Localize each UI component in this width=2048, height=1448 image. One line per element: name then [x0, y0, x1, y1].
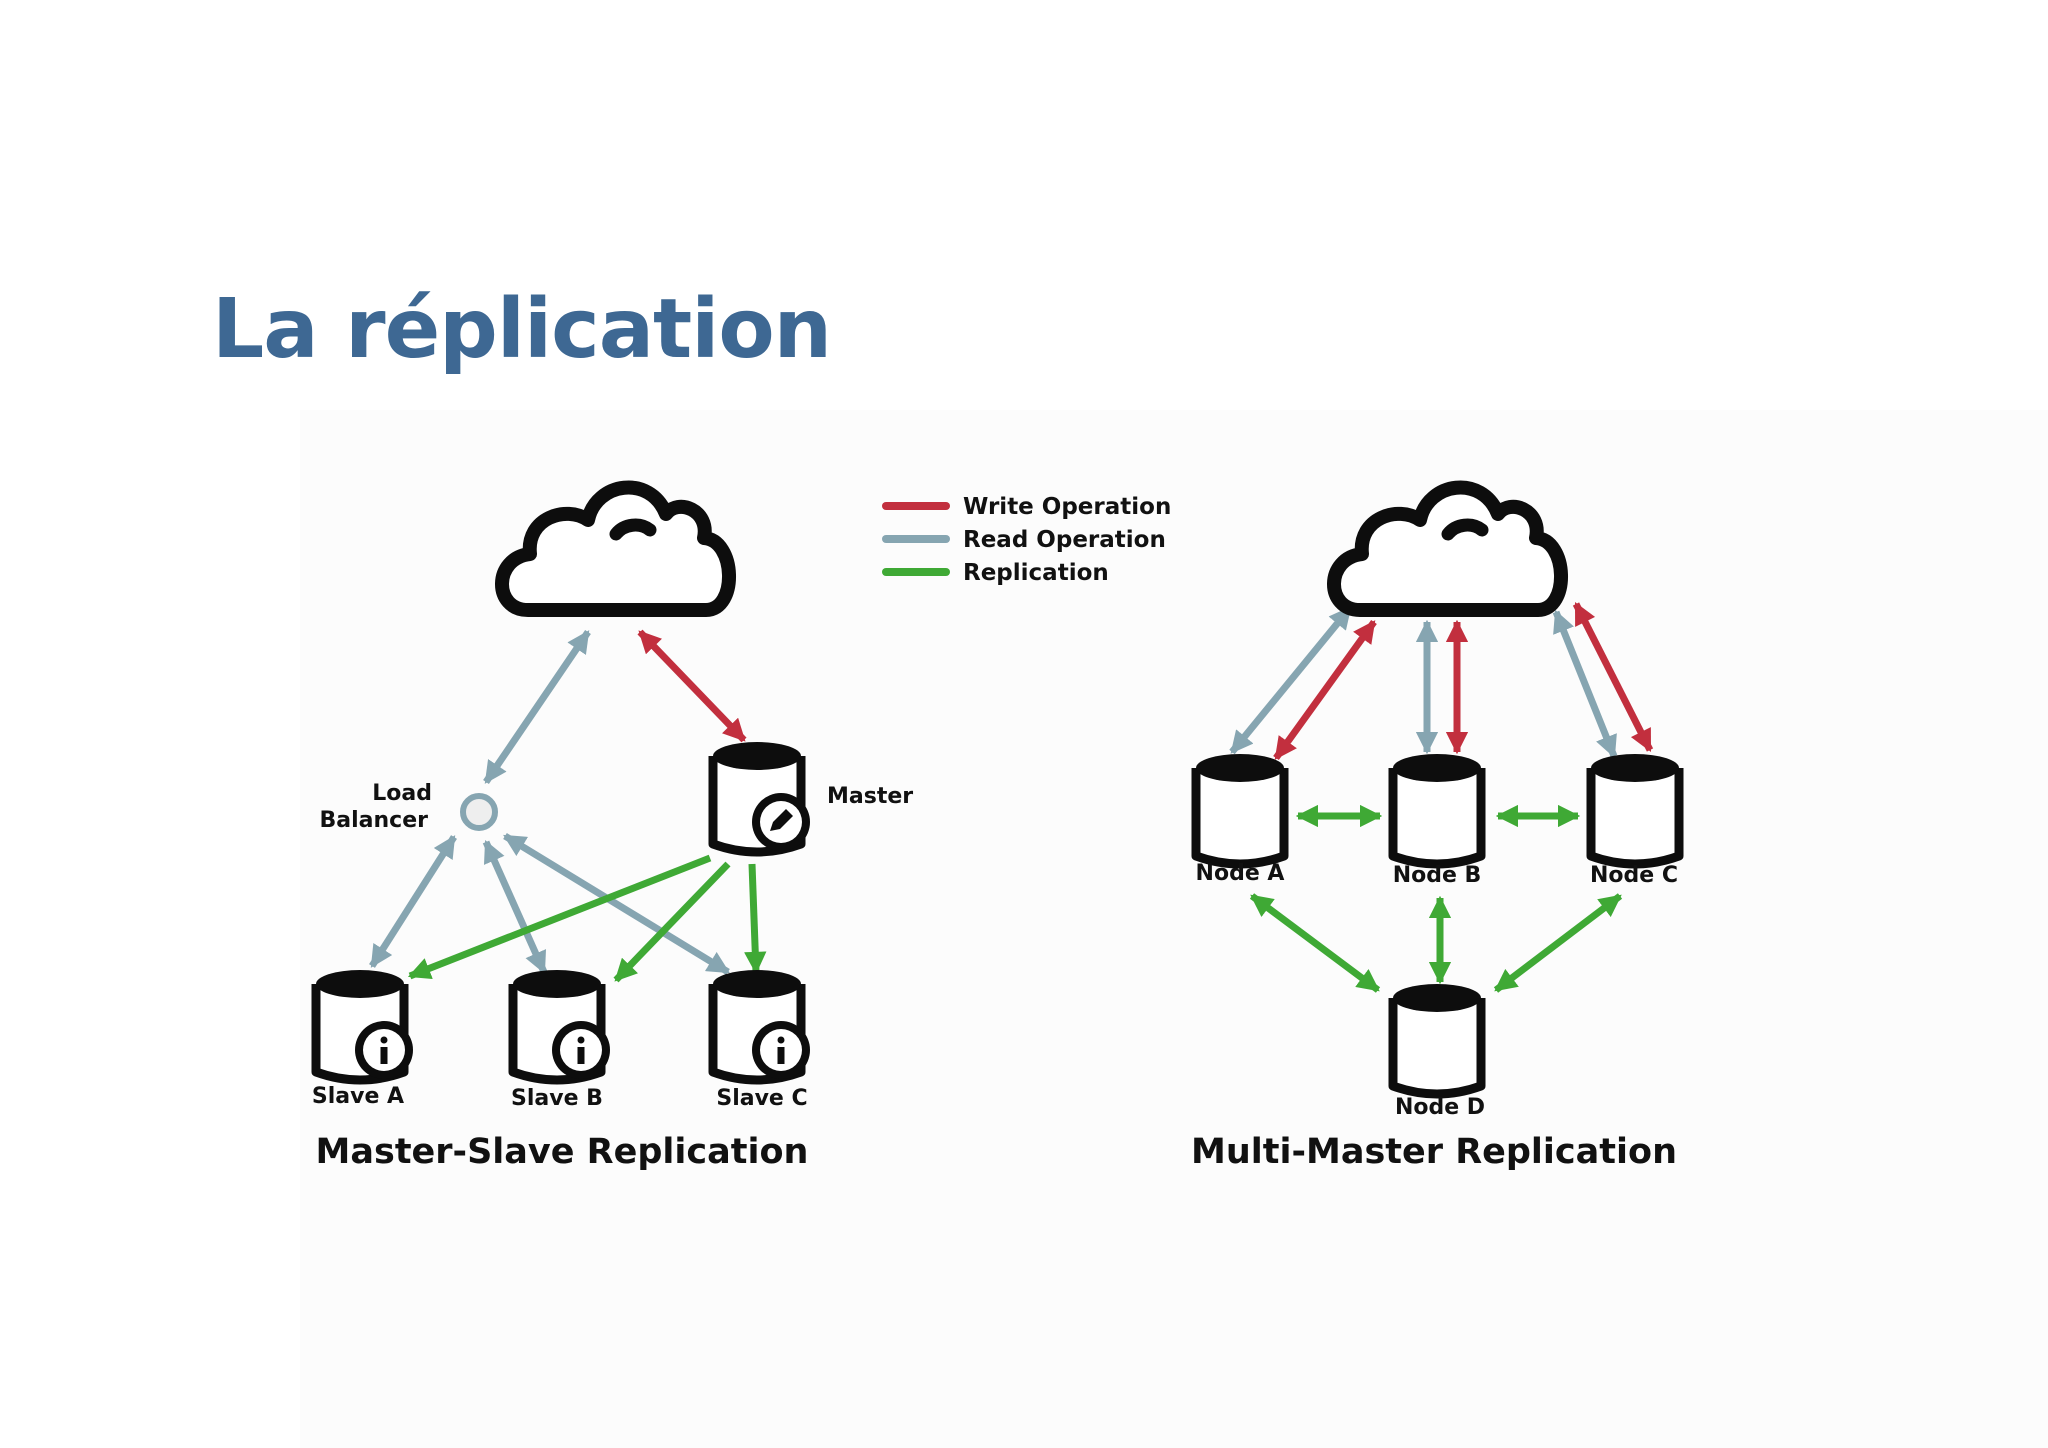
legend-item-read: Read Operation — [882, 527, 1166, 553]
slave-a-node — [316, 970, 413, 1080]
node-b — [1393, 754, 1481, 864]
database-icon — [1393, 754, 1481, 864]
multi-master-diagram: Node A Node B Node C Node D Multi-Master… — [1191, 488, 1679, 1172]
database-icon — [1591, 754, 1679, 864]
slave-c-node — [713, 970, 810, 1080]
arrow-write-cloud-node-a — [1273, 619, 1377, 761]
database-icon — [1196, 754, 1284, 864]
arrow-write-cloud-master — [637, 629, 747, 743]
legend-label-write: Write Operation — [963, 494, 1171, 520]
cloud-icon — [1334, 488, 1561, 610]
slave-a-label: Slave A — [312, 1084, 404, 1109]
node-b-label: Node B — [1393, 863, 1482, 888]
node-c-label: Node C — [1590, 863, 1678, 888]
pencil-icon — [752, 793, 810, 851]
slave-b-node — [513, 970, 610, 1080]
slave-b-label: Slave B — [511, 1086, 603, 1111]
master-slave-caption: Master-Slave Replication — [316, 1132, 809, 1172]
master-label: Master — [827, 784, 913, 809]
slave-c-label: Slave C — [716, 1086, 807, 1111]
node-c — [1591, 754, 1679, 864]
load-balancer-label-line1: Load — [372, 781, 432, 806]
multi-master-caption: Multi-Master Replication — [1191, 1132, 1677, 1172]
arrow-replication-master-slave-b — [613, 861, 731, 983]
cloud-icon — [502, 488, 729, 610]
legend-item-replication: Replication — [882, 560, 1109, 586]
database-icon — [1393, 984, 1481, 1094]
arrow-write-cloud-node-c — [1572, 602, 1654, 752]
load-balancer-icon — [460, 793, 498, 831]
arrow-read-lb-slave-c — [503, 833, 730, 975]
legend: Write Operation Read Operation Replicati… — [882, 494, 1171, 586]
arrow-read-cloud-node-c — [1552, 609, 1618, 759]
arrow-read-cloud-loadbalancer — [483, 630, 591, 784]
arrow-replication-master-slave-a — [407, 854, 712, 980]
arrow-read-lb-slave-a — [369, 835, 457, 968]
master-slave-diagram: Load Balancer Master Slave A — [312, 488, 913, 1172]
arrow-replication-c-d — [1493, 893, 1623, 993]
legend-item-write: Write Operation — [882, 494, 1171, 520]
node-d-label: Node D — [1395, 1095, 1485, 1120]
info-icon — [552, 1021, 610, 1079]
node-a — [1196, 754, 1284, 864]
master-node — [713, 742, 810, 852]
slide-title: La réplication — [212, 282, 832, 377]
legend-label-read: Read Operation — [963, 527, 1166, 553]
load-balancer-label-line2: Balancer — [320, 808, 429, 833]
node-d — [1393, 984, 1481, 1094]
arrow-read-lb-slave-b — [482, 839, 548, 975]
info-icon — [355, 1021, 413, 1079]
arrow-replication-master-slave-c — [744, 863, 767, 975]
node-a-label: Node A — [1196, 861, 1285, 886]
info-icon — [752, 1021, 810, 1079]
arrow-replication-a-d — [1249, 893, 1381, 993]
legend-label-replication: Replication — [963, 560, 1109, 586]
